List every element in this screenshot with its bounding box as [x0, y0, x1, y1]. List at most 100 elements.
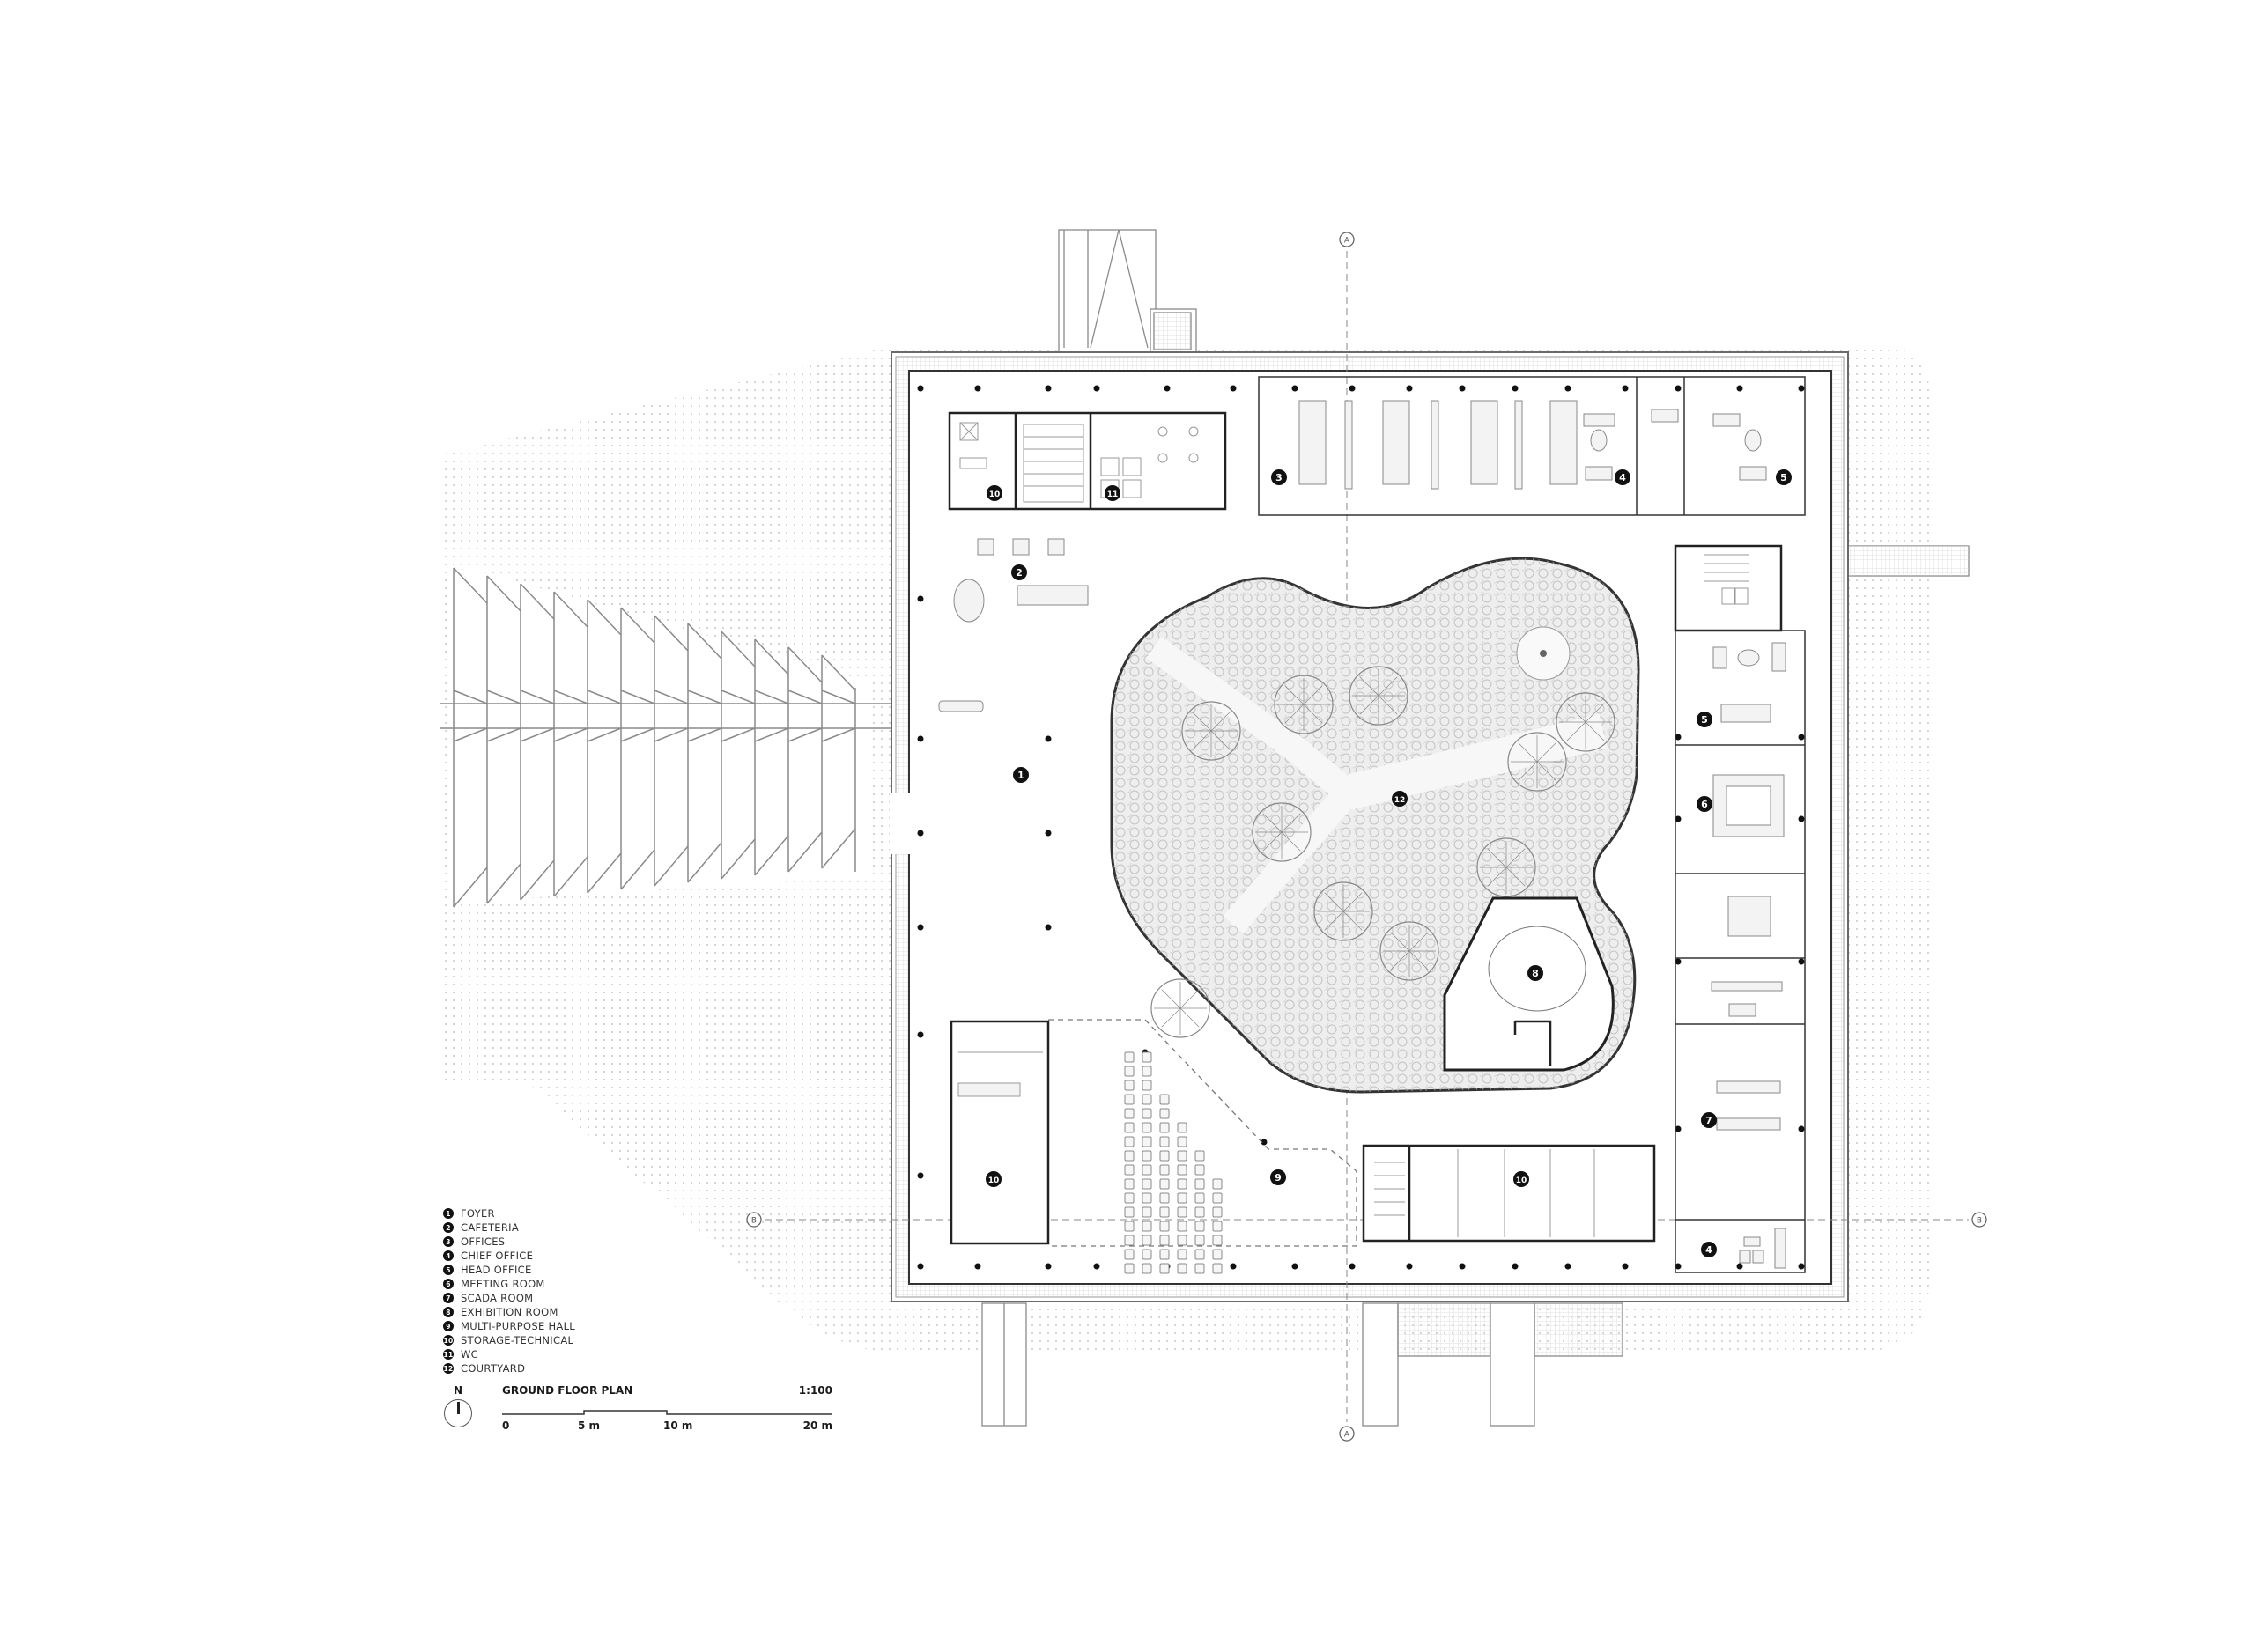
north-label: N	[453, 1384, 463, 1397]
drawing-scale: 1:100	[798, 1384, 832, 1397]
east-room-column	[1675, 630, 1806, 1273]
svg-text:7: 7	[1705, 1115, 1712, 1126]
room-tag: 10	[1513, 1171, 1529, 1187]
room-tag: 8	[1527, 965, 1543, 981]
room-tag: 5	[1776, 469, 1792, 485]
legend-number-badge: 2	[443, 1222, 454, 1233]
room-tag: 12	[1392, 791, 1408, 807]
legend-label: COURTYARD	[461, 1362, 526, 1375]
office-strip-north	[1258, 376, 1806, 516]
south-exterior-stairs	[981, 1302, 1623, 1427]
svg-text:4: 4	[1705, 1244, 1712, 1256]
legend-label: CHIEF OFFICE	[461, 1250, 534, 1262]
svg-text:12: 12	[1394, 796, 1406, 805]
legend-number-badge: 5	[443, 1265, 454, 1275]
legend-item: 12 COURTYARD	[443, 1361, 575, 1375]
building-shell	[890, 351, 1849, 1302]
legend-item: 1 FOYER	[443, 1206, 575, 1221]
svg-text:6: 6	[1701, 799, 1708, 810]
svg-text:B: B	[751, 1217, 757, 1226]
section-marker: B	[746, 1212, 762, 1228]
svg-text:10: 10	[989, 490, 1001, 499]
section-marker: A	[1339, 1426, 1355, 1442]
room-tag: 2	[1011, 564, 1027, 580]
legend-item: 8 EXHIBITION ROOM	[443, 1305, 575, 1319]
legend-item: 7 SCADA ROOM	[443, 1291, 575, 1305]
east-exterior-bridge	[1845, 545, 1970, 577]
cafeteria-furniture	[938, 538, 1089, 712]
legend-item: 2 CAFETERIA	[443, 1221, 575, 1235]
legend-number-badge: 3	[443, 1236, 454, 1247]
scale-label-10: 10 m	[663, 1420, 693, 1432]
legend-item: 9 MULTI-PURPOSE HALL	[443, 1319, 575, 1333]
legend-number-badge: 11	[443, 1349, 454, 1360]
section-marker: A	[1339, 232, 1355, 247]
legend-number-badge: 1	[443, 1208, 454, 1219]
legend-number-badge: 7	[443, 1293, 454, 1303]
room-tag: 11	[1105, 485, 1120, 501]
svg-text:10: 10	[988, 1176, 1000, 1185]
legend-item: 4 CHIEF OFFICE	[443, 1249, 575, 1263]
multipurpose-hall-boundary	[1048, 1019, 1357, 1247]
room-tag: 5	[1697, 712, 1712, 727]
north-arrow: N	[440, 1384, 476, 1427]
legend-label: SCADA ROOM	[461, 1292, 534, 1304]
room-tag: 4	[1615, 469, 1630, 485]
svg-text:1: 1	[1017, 770, 1024, 781]
legend-number-badge: 4	[443, 1250, 454, 1261]
storage-technical-west	[950, 1020, 1050, 1245]
legend-label: CAFETERIA	[461, 1221, 520, 1234]
svg-text:B: B	[1977, 1217, 1982, 1226]
section-markers: A A B B	[746, 232, 1987, 1442]
legend-number-badge: 8	[443, 1307, 454, 1317]
exhibition-room	[1443, 896, 1615, 1072]
svg-text:5: 5	[1780, 472, 1787, 483]
svg-text:3: 3	[1275, 472, 1283, 483]
legend-label: MULTI-PURPOSE HALL	[461, 1320, 576, 1332]
room-tag: 3	[1271, 469, 1287, 485]
storage-technical-south	[1362, 1144, 1656, 1243]
scale-bar	[502, 1410, 832, 1415]
north-arrow-icon	[444, 1399, 472, 1427]
svg-text:2: 2	[1016, 567, 1023, 579]
legend-label: EXHIBITION ROOM	[461, 1306, 558, 1318]
legend-label: FOYER	[461, 1207, 495, 1220]
legend-item: 10 STORAGE-TECHNICAL	[443, 1333, 575, 1347]
drawing-title: GROUND FLOOR PLAN	[502, 1384, 633, 1397]
svg-text:9: 9	[1275, 1172, 1282, 1184]
north-exterior-stair	[1058, 229, 1197, 355]
legend-number-badge: 6	[443, 1279, 454, 1289]
legend-label: HEAD OFFICE	[461, 1264, 532, 1276]
room-tag: 6	[1697, 796, 1712, 812]
legend-item: 6 MEETING ROOM	[443, 1277, 575, 1291]
legend-number-badge: 9	[443, 1321, 454, 1331]
scale-label-20: 20 m	[802, 1420, 832, 1432]
multipurpose-hall-seating	[1124, 1051, 1223, 1274]
room-tag: 4	[1701, 1242, 1717, 1257]
room-tag: 7	[1701, 1112, 1717, 1128]
svg-text:4: 4	[1619, 472, 1626, 483]
room-tag: 10	[986, 1171, 1002, 1187]
legend-number-badge: 10	[443, 1335, 454, 1346]
legend-label: WC	[461, 1348, 479, 1361]
legend-item: 5 HEAD OFFICE	[443, 1263, 575, 1277]
scale-label-0: 0	[502, 1420, 510, 1432]
service-core-east	[1674, 544, 1783, 632]
svg-text:8: 8	[1532, 968, 1539, 979]
legend-number-badge: 12	[443, 1363, 454, 1374]
svg-text:5: 5	[1701, 714, 1708, 726]
legend-label: MEETING ROOM	[461, 1278, 545, 1290]
entrance-louvre-canopy	[440, 564, 907, 908]
room-tag: 1	[1013, 767, 1029, 783]
svg-text:10: 10	[1516, 1176, 1527, 1185]
svg-text:A: A	[1344, 1431, 1350, 1440]
room-tag: 10	[987, 485, 1002, 501]
svg-text:A: A	[1344, 237, 1350, 246]
legend-label: STORAGE-TECHNICAL	[461, 1334, 574, 1346]
section-marker: B	[1971, 1212, 1987, 1228]
room-tag: 9	[1270, 1169, 1286, 1185]
scale-bar-labels: 0 5 m 10 m 20 m	[502, 1420, 832, 1434]
